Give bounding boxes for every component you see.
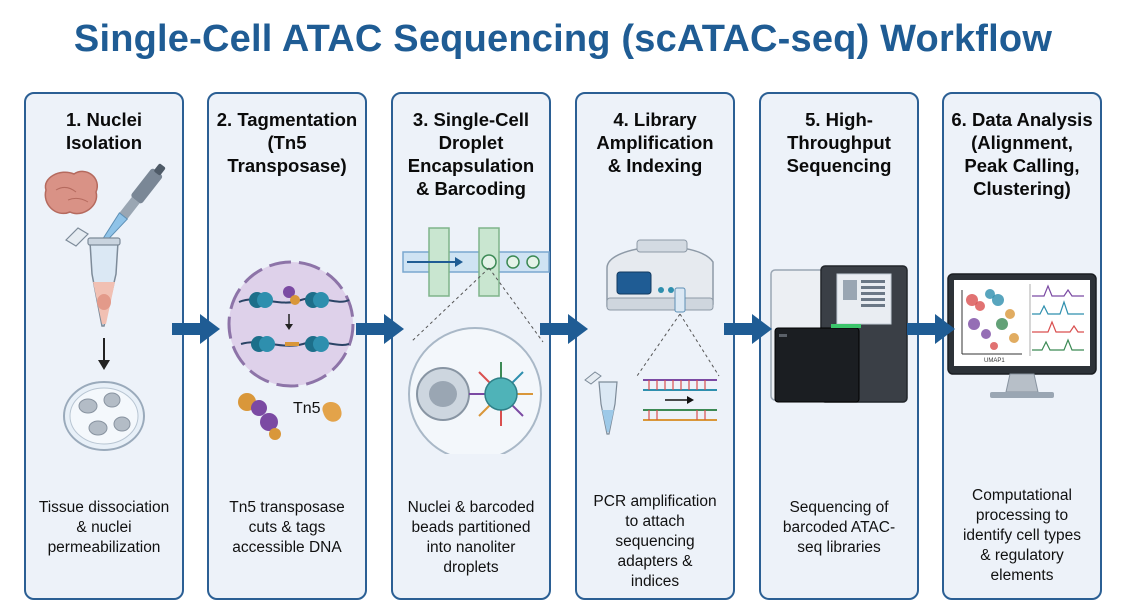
nucleus-tn5-icon (227, 260, 355, 440)
umap-x-axis-label: UMAP1 (984, 358, 1005, 364)
tissue-tube-pipette-nuclei-icon (44, 163, 166, 451)
arrow-right-icon (907, 314, 955, 344)
step-5-title: 5. High- Throughput Sequencing (786, 109, 892, 176)
step-6-description: Computational processing to identify cel… (962, 487, 1082, 584)
step-panel-4: 4. Library Amplification & Indexing (575, 92, 735, 600)
step-3-description: Nuclei & barcoded beads partitioned into… (407, 499, 535, 576)
step-2-title: 2. Tagmentation (Tn5 Transposase) (216, 109, 358, 176)
step-4-description: PCR amplification to attach sequencing a… (593, 493, 717, 590)
step-panel-1: 1. Nuclei Isolation Tissue dissociation … (24, 92, 184, 600)
arrow-right-icon (540, 314, 588, 344)
step-1-description: Tissue dissociation & nuclei permeabiliz… (38, 499, 170, 556)
arrow-right-icon (724, 314, 772, 344)
step-panel-3: 3. Single-Cell Droplet Encapsulation & B… (391, 92, 551, 600)
tn5-label: Tn5 (293, 400, 321, 417)
arrow-right-icon (356, 314, 404, 344)
arrow-right-icon (172, 314, 220, 344)
step-2-description: Tn5 transposase cuts & tags accessible D… (229, 499, 345, 556)
step-panel-5: 5. High- Throughput Sequencing Sequencin… (759, 92, 919, 600)
step-1-title: 1. Nuclei Isolation (65, 109, 143, 153)
pcr-machine-dna-icon (584, 239, 720, 435)
step-5-description: Sequencing of barcoded ATAC- seq librari… (782, 499, 896, 556)
microfluidic-droplet-icon (402, 227, 550, 454)
step-panel-6: 6. Data Analysis (Alignment, Peak Callin… (942, 92, 1102, 600)
sequencer-icon (770, 265, 908, 403)
monitor-umap-icon (947, 273, 1097, 398)
step-panel-2: 2. Tagmentation (Tn5 Transposase) Tn5 Tn… (207, 92, 367, 600)
diagram-title: Single-Cell ATAC Sequencing (scATAC-seq)… (73, 18, 1053, 60)
step-6-title: 6. Data Analysis (Alignment, Peak Callin… (951, 109, 1093, 199)
step-4-title: 4. Library Amplification & Indexing (596, 109, 714, 176)
step-3-title: 3. Single-Cell Droplet Encapsulation & B… (407, 109, 535, 199)
